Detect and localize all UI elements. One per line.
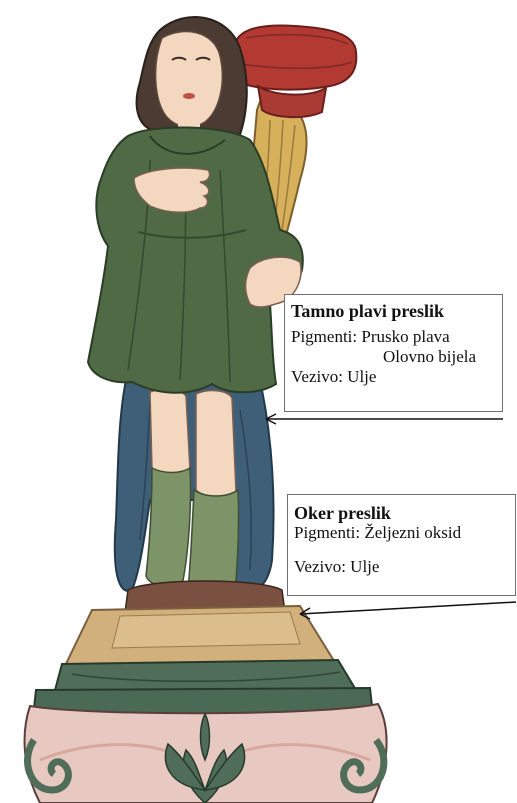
legs	[150, 389, 190, 474]
callout-binder: Vezivo: Ulje	[294, 557, 515, 577]
stocking-left	[146, 468, 191, 588]
callout-pigment-2: Olovno bijela	[291, 347, 502, 367]
face	[156, 32, 223, 127]
torch-collar	[258, 86, 326, 117]
callout-binder: Vezivo: Ulje	[291, 367, 502, 387]
callout-title: Tamno plavi preslik	[291, 301, 502, 321]
arrow-ochre	[300, 602, 516, 619]
arrow-blue	[266, 414, 503, 424]
callout-ochre-overpaint: Oker preslik Pigmenti: Željezni oksid Ve…	[287, 494, 516, 596]
callout-dark-blue-overpaint: Tamno plavi preslik Pigmenti: Prusko pla…	[284, 294, 503, 412]
callout-title: Oker preslik	[294, 503, 515, 523]
callout-pigments: Pigmenti: Prusko plava	[291, 327, 502, 347]
callout-pigments: Pigmenti: Željezni oksid	[294, 523, 515, 543]
mouth	[183, 93, 195, 99]
